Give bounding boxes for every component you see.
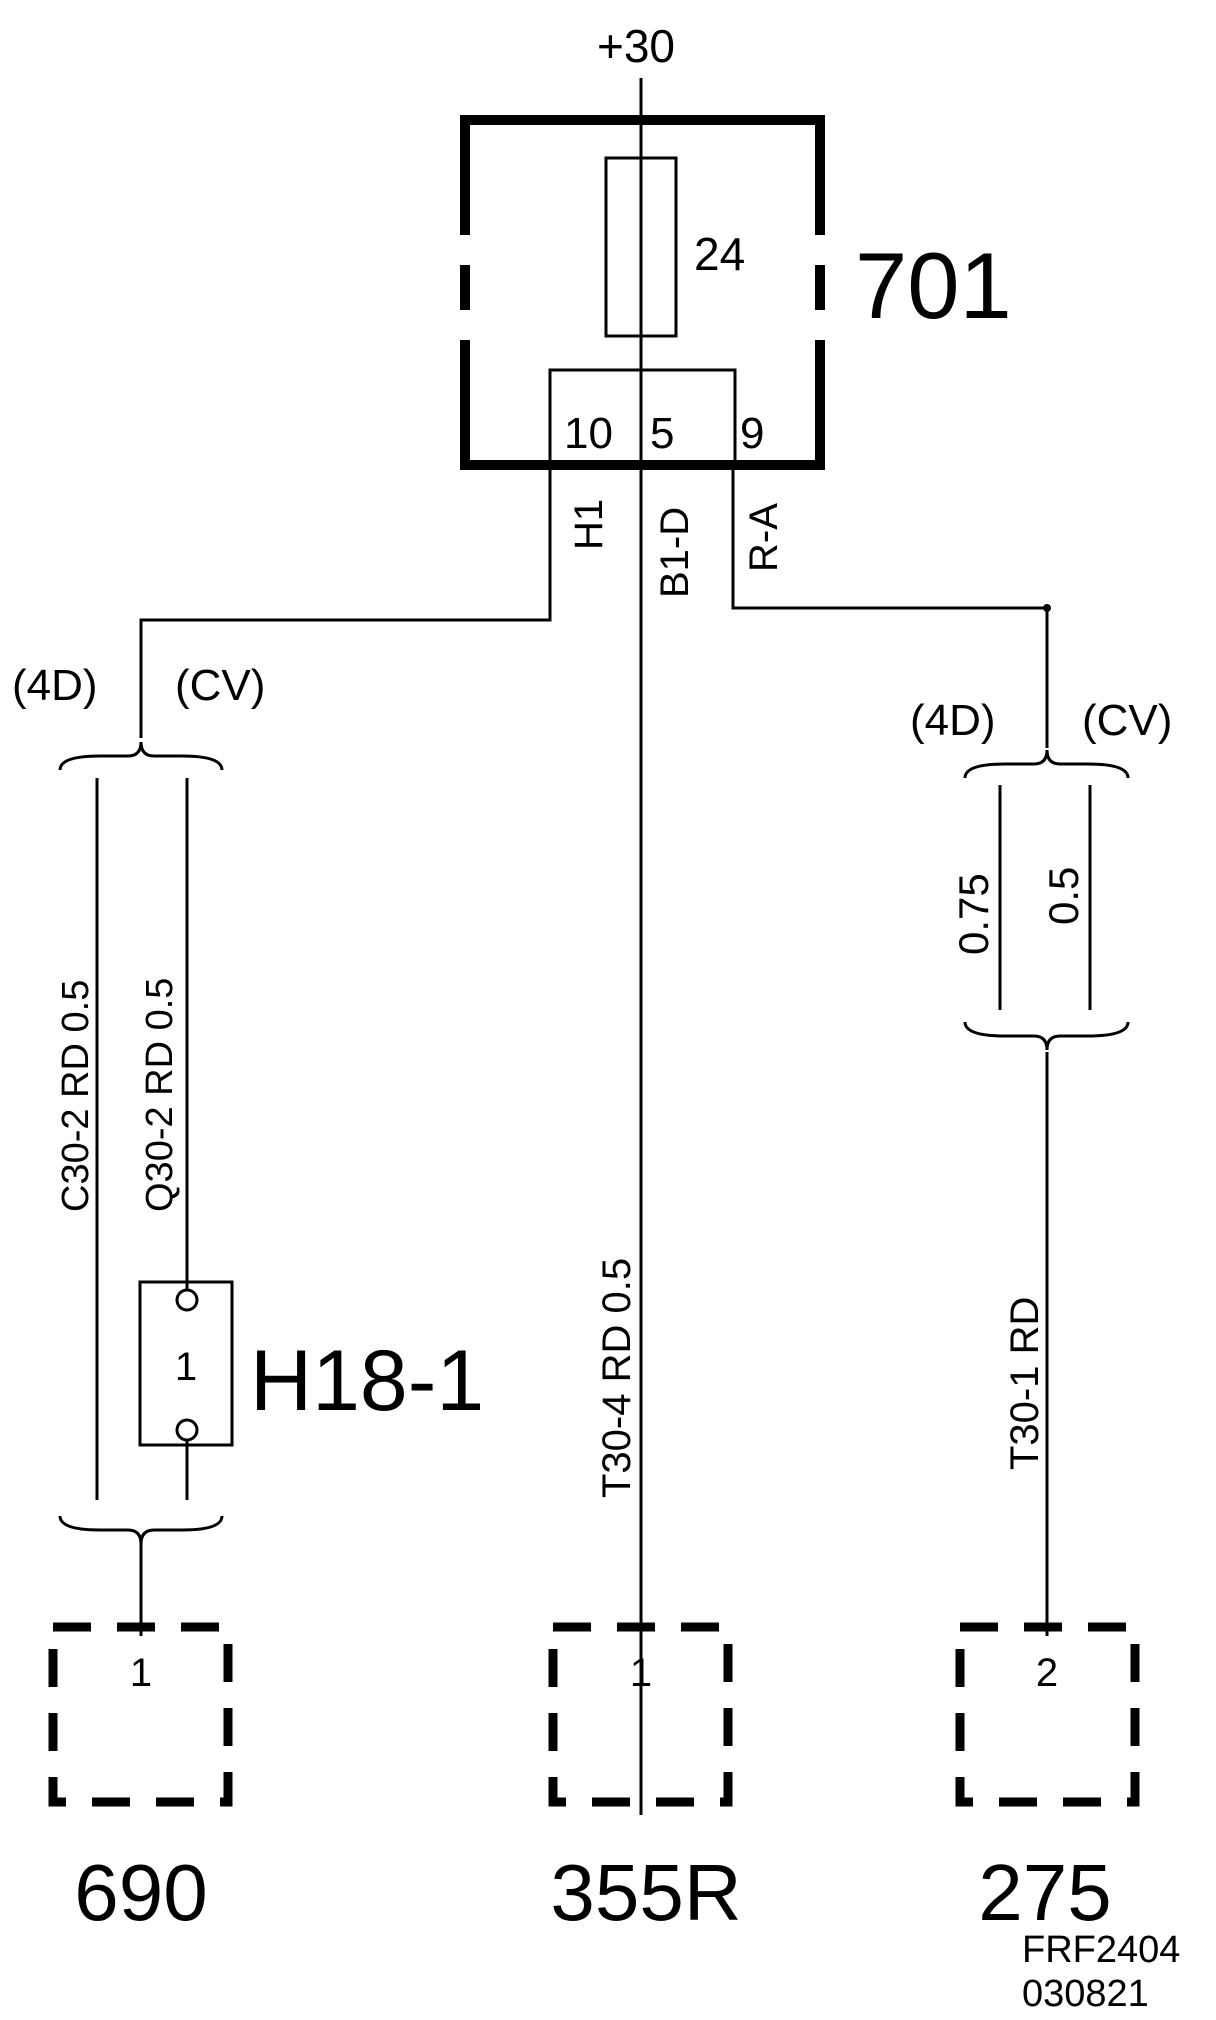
- left-wire-q30-label: Q30-2 RD 0.5: [139, 978, 181, 1212]
- pin-label-ra: R-A: [742, 503, 786, 572]
- right-variant-4d: (4D): [910, 696, 996, 745]
- pin-label-h1: H1: [567, 499, 611, 550]
- fuse-number: 24: [694, 228, 745, 280]
- pin-block: [548, 368, 737, 467]
- left-variant-cv: (CV): [175, 661, 265, 710]
- center-wire-label: T30-4 RD 0.5: [595, 1258, 639, 1498]
- right-wire-label: T30-1 RD: [1003, 1297, 1047, 1470]
- connector-690-label: 690: [74, 1848, 207, 1937]
- right-bottom-brace: [963, 1021, 1130, 1051]
- pin-10: 10: [564, 409, 613, 458]
- right-top-brace: [963, 749, 1130, 779]
- supply-label: +30: [597, 20, 675, 72]
- left-variant-4d: (4D): [12, 661, 98, 710]
- connector-275-pin: 2: [1036, 1651, 1058, 1695]
- connector-275: [955, 1620, 1140, 1807]
- right-size-05: 0.5: [1040, 867, 1087, 925]
- right-variant-cv: (CV): [1082, 696, 1172, 745]
- right-branch-wire: [731, 465, 1049, 748]
- left-wire-c30-label: C30-2 RD 0.5: [55, 980, 97, 1212]
- connector-275-label: 275: [978, 1848, 1111, 1937]
- component-h18-1-pin: 1: [175, 1345, 197, 1389]
- pin-5: 5: [650, 409, 674, 458]
- connector-355r-label: 355R: [550, 1848, 741, 1937]
- component-h18-1-label: H18-1: [250, 1333, 484, 1429]
- left-top-brace: [58, 741, 224, 771]
- left-branch-wire: [139, 465, 552, 738]
- footer-ref: FRF2404: [1022, 1929, 1180, 1971]
- right-junction-dot: [1043, 604, 1051, 612]
- connector-355r-pin: 1: [630, 1651, 652, 1695]
- connector-690: [48, 1620, 233, 1807]
- pin-label-b1d: B1-D: [653, 507, 697, 598]
- fuse-box-id: 701: [855, 233, 1012, 338]
- connector-355r: [548, 1615, 733, 1807]
- pin-9: 9: [740, 409, 764, 458]
- connector-690-pin: 1: [130, 1651, 152, 1695]
- right-size-075: 0.75: [950, 873, 997, 955]
- left-bottom-brace: [58, 1515, 224, 1545]
- footer-date: 030821: [1022, 1973, 1149, 2015]
- fuse-body: [604, 156, 678, 338]
